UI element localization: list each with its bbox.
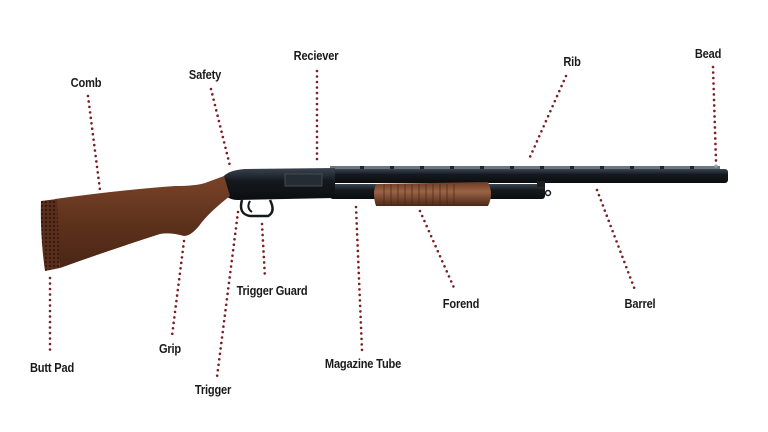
label-magazine-tube: Magazine Tube — [324, 356, 402, 371]
label-trigger-guard: Trigger Guard — [236, 283, 308, 298]
leader-lines — [48, 65, 718, 379]
label-grip: Grip — [158, 341, 182, 356]
bead — [714, 164, 718, 168]
trigger — [247, 200, 253, 213]
label-bead: Bead — [694, 46, 722, 61]
label-trigger: Trigger — [194, 382, 232, 397]
rib — [330, 166, 720, 169]
label-barrel: Barrel — [624, 296, 656, 311]
butt-pad — [40, 199, 60, 271]
leader-trigger-guard — [260, 222, 267, 280]
label-butt-pad: Butt Pad — [29, 360, 75, 375]
leader-comb — [86, 94, 102, 192]
barrel — [330, 169, 728, 183]
label-safety: Safety — [188, 67, 222, 82]
label-comb: Comb — [70, 75, 102, 90]
stock — [55, 176, 230, 268]
leader-forend — [418, 209, 457, 292]
leader-bead — [711, 65, 718, 163]
leader-rib — [528, 74, 568, 159]
leader-barrel — [595, 188, 637, 292]
label-rib: Rib — [563, 54, 581, 69]
label-receiver: Reciever — [293, 48, 339, 63]
label-forend: Forend — [442, 296, 480, 311]
leader-safety — [209, 87, 232, 168]
leader-magazine-tube — [354, 205, 364, 352]
trigger-guard — [239, 199, 274, 218]
leader-trigger — [215, 210, 240, 379]
leader-grip — [170, 239, 186, 338]
